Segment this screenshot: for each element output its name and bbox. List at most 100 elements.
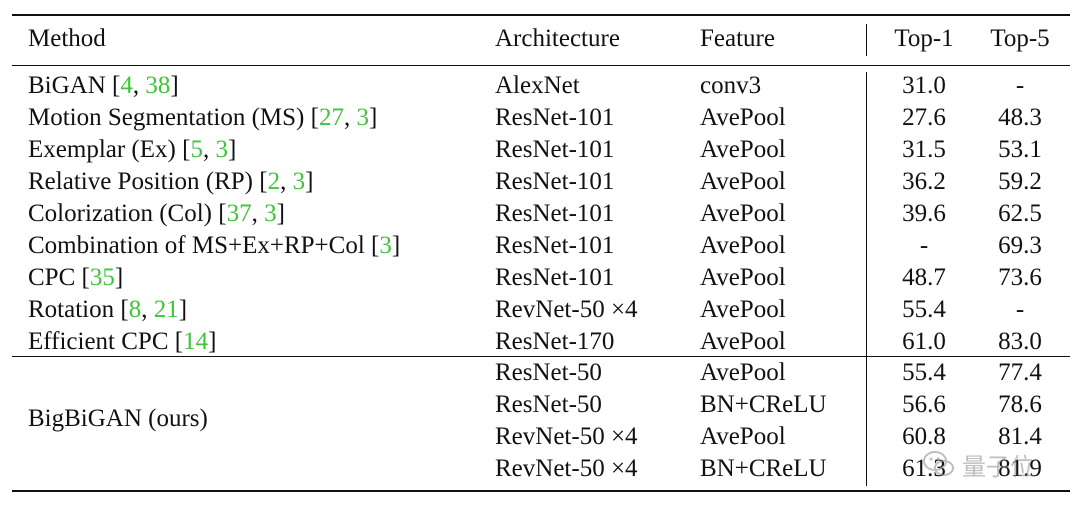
citation-link[interactable]: 3: [264, 200, 277, 227]
method-text: ]: [276, 200, 285, 227]
citation-link[interactable]: 5: [190, 136, 203, 163]
citation-link[interactable]: 2: [267, 168, 281, 195]
top1-cell: 39.6: [902, 200, 946, 227]
citation-link[interactable]: 35: [89, 264, 115, 291]
method-text: ,: [280, 168, 293, 195]
top5-cell: -: [1015, 72, 1025, 99]
method-text: BiGAN [: [28, 72, 121, 99]
top5-cell: 77.4: [998, 359, 1042, 386]
architecture-cell: ResNet-101: [495, 168, 615, 195]
method-text: ]: [178, 296, 188, 323]
method-text: CPC [: [28, 264, 90, 291]
top1-cell: 61.0: [902, 328, 946, 355]
bottom-rule: [12, 490, 1070, 492]
method-text: ]: [114, 264, 124, 291]
method-text: ]: [305, 168, 314, 195]
architecture-cell: ResNet-170: [495, 328, 615, 355]
citation-link[interactable]: 3: [379, 232, 392, 259]
top5-cell: 81.9: [998, 455, 1042, 482]
feature-cell: AvePool: [700, 296, 786, 323]
top1-cell: 48.7: [902, 264, 946, 291]
architecture-cell: AlexNet: [495, 72, 580, 99]
top1-cell: -: [919, 232, 929, 259]
method-text: Combination of MS+Ex+RP+Col [: [28, 232, 380, 259]
top1-cell: 31.0: [902, 72, 946, 99]
method-text: Motion Segmentation (MS) [: [28, 104, 319, 131]
header-architecture: Architecture: [495, 25, 620, 52]
citation-link[interactable]: 14: [183, 328, 209, 355]
feature-cell: BN+CReLU: [700, 455, 827, 482]
header-feature: Feature: [700, 25, 775, 52]
feature-cell: AvePool: [700, 104, 786, 131]
architecture-cell: ResNet-101: [495, 104, 615, 131]
architecture-cell: RevNet-50 ×4: [495, 296, 638, 323]
watermark: 量子位: [922, 442, 1062, 486]
method-text: ]: [368, 104, 378, 131]
feature-cell: AvePool: [700, 359, 786, 386]
top-rule: [12, 14, 1070, 16]
method-text: ,: [132, 72, 146, 99]
architecture-cell: RevNet-50 ×4: [495, 455, 638, 482]
method-cell: Motion Segmentation (MS) [27, 3]: [28, 102, 377, 134]
architecture-cell: ResNet-50: [495, 391, 602, 418]
feature-cell: AvePool: [700, 328, 786, 355]
top5-cell: 62.5: [998, 200, 1042, 227]
method-text: ,: [141, 296, 154, 323]
method-cell: CPC [35]: [28, 262, 123, 294]
method-text: Exemplar (Ex) [: [28, 136, 191, 163]
top1-cell: 55.4: [902, 359, 946, 386]
feature-cell: AvePool: [700, 264, 786, 291]
feature-cell: BN+CReLU: [700, 391, 827, 418]
citation-link[interactable]: 3: [356, 104, 369, 131]
top1-cell: 36.2: [902, 168, 946, 195]
feature-cell: AvePool: [700, 168, 786, 195]
ours-method-label: BigBiGAN (ours): [28, 405, 208, 432]
method-text: ]: [170, 72, 179, 99]
watermark-text: 量子位: [962, 452, 1034, 481]
method-cell: Exemplar (Ex) [5, 3]: [28, 134, 236, 166]
top5-cell: 69.3: [998, 232, 1042, 259]
top5-cell: 78.6: [998, 391, 1042, 418]
top1-cell: 55.4: [902, 296, 946, 323]
citation-link[interactable]: 21: [153, 296, 179, 323]
header-column-divider: [866, 24, 867, 56]
citation-link[interactable]: 3: [215, 136, 228, 163]
top5-cell: 83.0: [998, 328, 1042, 355]
architecture-cell: ResNet-101: [495, 136, 615, 163]
method-text: Colorization (Col) [: [28, 200, 227, 227]
method-text: ]: [391, 232, 401, 259]
wechat-icon: [923, 451, 954, 476]
method-text: ,: [343, 104, 357, 131]
method-text: Efficient CPC [: [28, 328, 184, 355]
citation-link[interactable]: 37: [226, 200, 252, 227]
feature-cell: AvePool: [700, 232, 786, 259]
citation-link[interactable]: 27: [318, 104, 344, 131]
method-cell: Rotation [8, 21]: [28, 294, 187, 326]
header-method: Method: [28, 25, 106, 52]
citation-link[interactable]: 8: [128, 296, 142, 323]
method-cell: Efficient CPC [14]: [28, 326, 216, 358]
feature-cell: AvePool: [700, 136, 786, 163]
top1-cell: 56.6: [902, 391, 946, 418]
feature-cell: conv3: [700, 72, 762, 99]
top5-cell: 59.2: [998, 168, 1042, 195]
method-cell: Combination of MS+Ex+RP+Col [3]: [28, 230, 400, 262]
feature-cell: AvePool: [700, 200, 786, 227]
citation-link[interactable]: 4: [120, 72, 133, 99]
header-top1: Top-1: [894, 25, 954, 52]
top5-cell: -: [1015, 296, 1025, 323]
architecture-cell: ResNet-101: [495, 200, 615, 227]
architecture-cell: ResNet-101: [495, 232, 615, 259]
citation-link[interactable]: 38: [145, 72, 171, 99]
top5-cell: 48.3: [998, 104, 1042, 131]
top5-cell: 81.4: [998, 423, 1042, 450]
body-column-divider: [866, 72, 867, 486]
architecture-cell: ResNet-101: [495, 264, 615, 291]
header-rule: [12, 65, 1070, 66]
method-text: Rotation [: [28, 296, 129, 323]
method-cell: Relative Position (RP) [2, 3]: [28, 166, 313, 198]
method-cell: BiGAN [4, 38]: [28, 70, 179, 102]
top1-cell: 27.6: [902, 104, 946, 131]
citation-link[interactable]: 3: [292, 168, 306, 195]
header-top5: Top-5: [990, 25, 1050, 52]
